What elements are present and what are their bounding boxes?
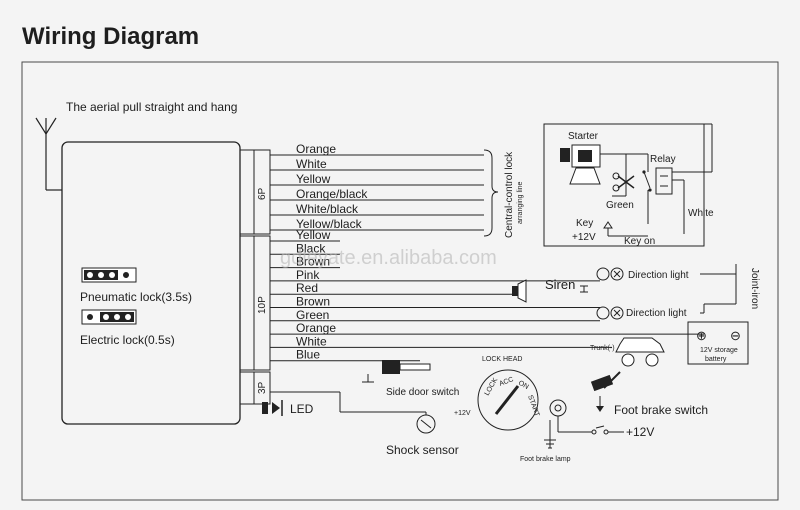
foot-brake-lamp-icon xyxy=(549,399,567,417)
shock-sensor-label: Shock sensor xyxy=(386,443,459,457)
switch-voltage-label: +12V xyxy=(626,425,654,439)
control-unit xyxy=(61,141,241,425)
battery-label-2: battery xyxy=(705,356,727,363)
pneumatic-lock-label: Pneumatic lock(3.5s) xyxy=(80,290,192,304)
relay-key-voltage: +12V xyxy=(572,232,596,243)
electric-lock-label: Electric lock(0.5s) xyxy=(80,333,175,347)
aerial-note: The aerial pull straight and hang xyxy=(66,100,237,114)
ten-pin-wire-label-5: Brown xyxy=(296,295,330,309)
ten-pin-wire-label-1: Black xyxy=(296,241,326,255)
ignition-lock-icon xyxy=(477,369,539,431)
trunk-icon xyxy=(615,337,665,367)
relay-label: Relay xyxy=(650,154,676,165)
six-pin-wire-label-2: Yellow xyxy=(296,172,331,186)
lock-head-label: LOCK HEAD xyxy=(482,356,522,363)
central-lock-note: Central-control lock xyxy=(504,151,515,238)
ignition-pos-1: ACC xyxy=(498,376,514,388)
ten-pin-wire-label-0: Yellow xyxy=(296,228,331,242)
aerial-icon xyxy=(35,117,62,191)
diagram-frame xyxy=(21,61,779,501)
side-door-switch-icon xyxy=(382,360,431,374)
siren-icon xyxy=(512,279,527,303)
direction-light-2-icon xyxy=(596,306,624,320)
connector-3p-label: 3P xyxy=(257,381,268,394)
connector-6p xyxy=(239,149,255,235)
watermark: gdleyate.en.alibaba.com xyxy=(280,247,497,269)
battery-icon xyxy=(687,321,749,365)
relay-key-on-label: Key on xyxy=(624,236,655,247)
starter-label: Starter xyxy=(568,131,599,142)
foot-brake-pedal-icon xyxy=(590,371,621,392)
relay-white-label: White xyxy=(688,208,714,219)
diagram-title: Wiring Diagram xyxy=(22,23,199,50)
shock-sensor-icon xyxy=(416,414,436,434)
ignition-pos-2: ON xyxy=(517,380,530,391)
ten-pin-wire-label-8: White xyxy=(296,334,327,348)
starter-relay-box xyxy=(543,123,705,247)
relay-green-label: Green xyxy=(606,200,634,211)
side-door-switch-label: Side door switch xyxy=(386,387,459,398)
ten-pin-wire-label-6: Green xyxy=(296,308,329,322)
battery-label-1: 12V storage xyxy=(700,347,738,354)
connector-3p xyxy=(239,371,255,405)
wires-6p: OrangeWhiteYellowOrange/blackWhite/black… xyxy=(270,142,484,231)
led-label: LED xyxy=(290,402,314,416)
six-pin-wire-label-4: White/black xyxy=(296,202,359,216)
six-pin-wire-label-0: Orange xyxy=(296,142,336,156)
ten-pin-wire-label-4: Red xyxy=(296,281,318,295)
battery-minus-icon: ⊖ xyxy=(730,328,741,343)
connector-6p-label: 6P xyxy=(257,187,268,200)
direction-light-1-icon xyxy=(596,267,624,281)
joint-iron-label: Joint-iron xyxy=(749,268,760,309)
connector-10p xyxy=(239,235,255,371)
foot-brake-lamp-label: Foot brake lamp xyxy=(520,456,571,463)
six-pin-wire-label-3: Orange/black xyxy=(296,187,368,201)
wires-10p: YellowBlackBrownPinkRedBrownGreenOrangeW… xyxy=(270,228,704,362)
key-terminal-icon xyxy=(603,221,613,229)
relay-icon xyxy=(642,167,673,195)
six-pin-wire-label-5: Yellow/black xyxy=(296,217,363,231)
led-icon xyxy=(262,400,283,416)
direction-light-1-label: Direction light xyxy=(628,270,689,281)
siren-label: Siren xyxy=(545,277,575,292)
arranging-line-note: arranging line xyxy=(517,181,524,224)
connector-10p-label: 10P xyxy=(257,296,268,314)
cut-scissors-icon xyxy=(612,172,635,192)
central-lock-bracket xyxy=(483,149,499,237)
trunk-label: Trunk(-) xyxy=(590,345,615,352)
direction-light-2-label: Direction light xyxy=(626,308,687,319)
lock-voltage-label: +12V xyxy=(454,410,471,417)
relay-key-label: Key xyxy=(576,218,593,229)
foot-brake-switch-label: Foot brake switch xyxy=(614,403,708,417)
pneumatic-jumper-icon xyxy=(81,267,137,283)
ten-pin-wire-label-9: Blue xyxy=(296,348,320,362)
starter-motor-icon xyxy=(560,144,601,185)
ten-pin-wire-label-3: Pink xyxy=(296,268,320,282)
electric-jumper-icon xyxy=(81,309,137,325)
battery-plus-icon: ⊕ xyxy=(696,328,707,343)
six-pin-wire-label-1: White xyxy=(296,157,327,171)
ten-pin-wire-label-7: Orange xyxy=(296,321,336,335)
ten-pin-wire-label-2: Brown xyxy=(296,255,330,269)
